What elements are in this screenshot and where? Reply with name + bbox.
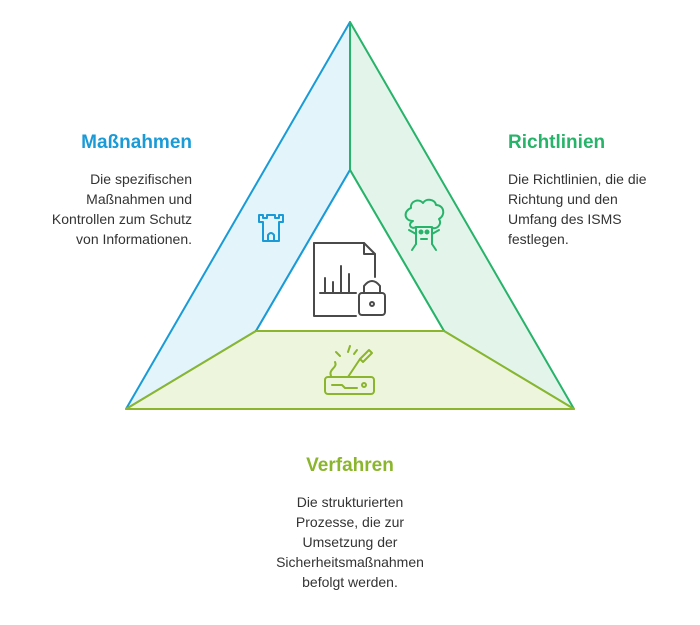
tree-monster-icon <box>404 198 445 251</box>
measures-description: Die spezifischen Maßnahmen und Kontrolle… <box>0 169 192 249</box>
woodworking-tool-icon <box>324 345 375 395</box>
measures-description-line: Maßnahmen und <box>86 191 192 207</box>
procedures-description-line: befolgt werden. <box>302 574 398 590</box>
policies-block: Richtlinien Die Richtlinien, die die Ric… <box>508 131 688 249</box>
policies-description-line: Richtung und den <box>508 191 618 207</box>
measures-description-line: von Informationen. <box>76 231 192 247</box>
policies-description-line: festlegen. <box>508 231 569 247</box>
measures-block: Maßnahmen Die spezifischen Maßnahmen und… <box>0 131 192 249</box>
policies-description-line: Umfang des ISMS <box>508 211 622 227</box>
policies-title: Richtlinien <box>508 132 606 153</box>
castle-tower-icon <box>258 214 284 242</box>
policies-description-line: Die Richtlinien, die die <box>508 171 647 187</box>
center-triangle <box>256 170 444 331</box>
procedures-title: Verfahren <box>306 455 394 476</box>
procedures-description-line: Die strukturierten <box>296 494 404 510</box>
procedures-description-line: Sicherheitsmaßnahmen <box>276 554 424 570</box>
procedures-description-line: Prozesse, die zur <box>295 514 405 530</box>
procedures-block: Verfahren Die strukturierten Prozesse, d… <box>200 454 500 592</box>
procedures-description-line: Umsetzung der <box>302 534 398 550</box>
measures-description-line: Die spezifischen <box>90 171 192 187</box>
procedures-description: Die strukturierten Prozesse, die zur Ums… <box>200 492 500 592</box>
secure-document-chart-icon <box>313 242 386 317</box>
measures-description-line: Kontrollen zum Schutz <box>51 211 192 227</box>
policies-description: Die Richtlinien, die die Richtung und de… <box>508 169 688 249</box>
measures-title: Maßnahmen <box>81 132 192 153</box>
